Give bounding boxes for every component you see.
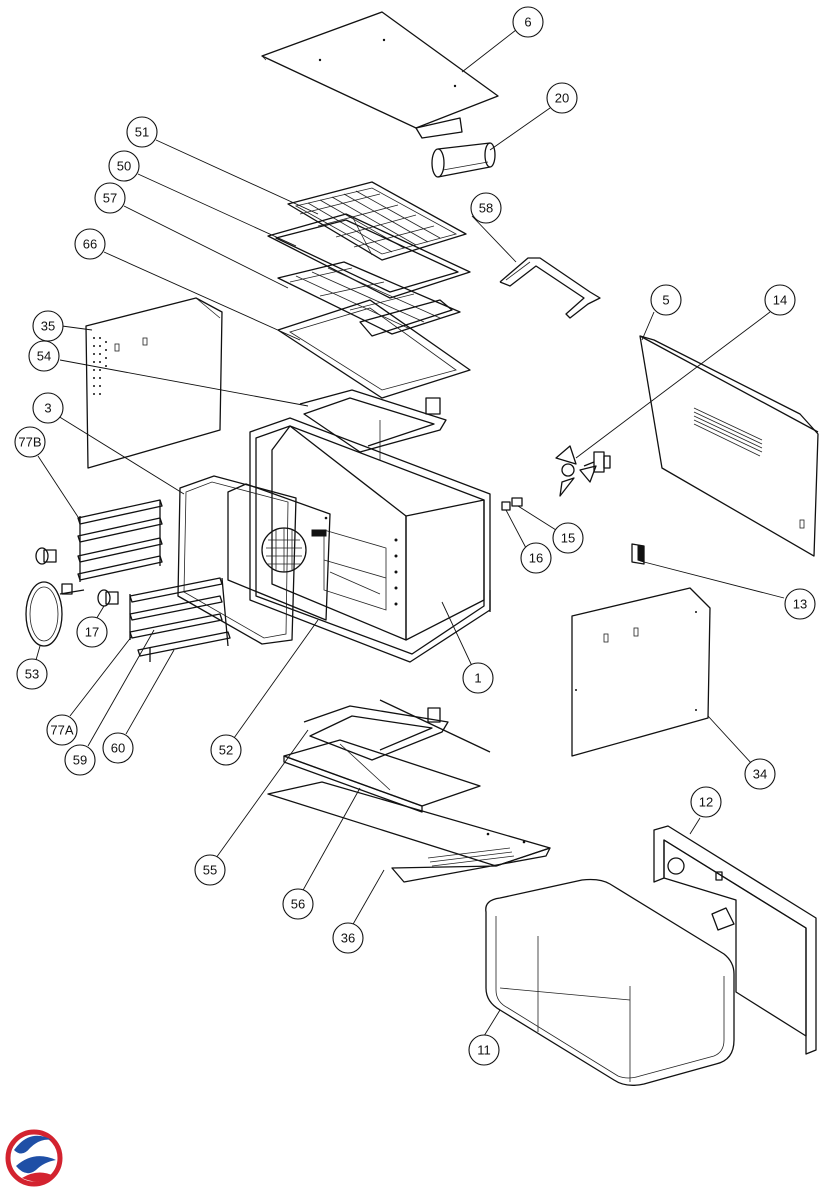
svg-text:56: 56 bbox=[291, 897, 305, 912]
part-53-thermostat bbox=[25, 581, 85, 647]
callout-11: 11 bbox=[468, 1034, 500, 1066]
callout-56: 56 bbox=[282, 888, 314, 920]
svg-text:52: 52 bbox=[219, 743, 233, 758]
svg-text:12: 12 bbox=[699, 795, 713, 810]
svg-text:58: 58 bbox=[479, 201, 493, 216]
callout-20: 20 bbox=[546, 82, 578, 114]
part-55-lower-element bbox=[303, 699, 491, 761]
svg-text:20: 20 bbox=[555, 91, 569, 106]
svg-text:77A: 77A bbox=[50, 723, 73, 738]
svg-text:16: 16 bbox=[529, 551, 543, 566]
callout-77a: 77A bbox=[46, 714, 78, 746]
callout-57: 57 bbox=[94, 182, 126, 214]
callout-77b: 77B bbox=[14, 426, 46, 458]
callout-14: 14 bbox=[764, 284, 796, 316]
part-20-fan-cowl bbox=[431, 142, 496, 178]
callout-36: 36 bbox=[332, 922, 364, 954]
callout-53: 53 bbox=[16, 658, 48, 690]
part-60-rack-runners bbox=[129, 577, 231, 662]
svg-text:57: 57 bbox=[103, 191, 117, 206]
svg-text:50: 50 bbox=[117, 159, 131, 174]
part-11-outer-casing bbox=[485, 878, 735, 1086]
part-5-right-panel bbox=[639, 335, 819, 557]
callout-16: 16 bbox=[520, 542, 552, 574]
part-6-top-cover bbox=[261, 11, 499, 139]
callout-58: 58 bbox=[470, 192, 502, 224]
svg-text:66: 66 bbox=[83, 237, 97, 252]
part-54-upper-element bbox=[299, 389, 447, 460]
leader-lines bbox=[35, 29, 785, 1037]
part-1-oven-body bbox=[249, 417, 491, 663]
callout-59: 59 bbox=[64, 744, 96, 776]
callout-52: 52 bbox=[210, 734, 242, 766]
svg-text:17: 17 bbox=[85, 625, 99, 640]
part-34-back-panel bbox=[571, 587, 711, 757]
part-13-block bbox=[631, 543, 645, 565]
svg-text:35: 35 bbox=[41, 319, 55, 334]
callout-54: 54 bbox=[28, 340, 60, 372]
part-12-front-frame bbox=[653, 825, 817, 1055]
svg-text:6: 6 bbox=[524, 15, 531, 30]
part-15-16-clips bbox=[501, 497, 523, 511]
svg-text:1: 1 bbox=[474, 671, 481, 686]
svg-text:54: 54 bbox=[37, 349, 51, 364]
svg-text:36: 36 bbox=[341, 931, 355, 946]
svg-text:51: 51 bbox=[135, 125, 149, 140]
callout-66: 66 bbox=[74, 228, 106, 260]
svg-text:77B: 77B bbox=[18, 435, 41, 450]
callout-55: 55 bbox=[194, 854, 226, 886]
callout-3: 3 bbox=[32, 392, 64, 424]
svg-text:5: 5 bbox=[662, 293, 669, 308]
part-17-knobs bbox=[35, 547, 119, 607]
part-14-fan bbox=[555, 445, 611, 497]
callout-12: 12 bbox=[690, 786, 722, 818]
part-58-handle bbox=[499, 257, 601, 319]
part-57-grill-rack bbox=[277, 261, 461, 337]
svg-text:11: 11 bbox=[477, 1043, 491, 1058]
svg-text:13: 13 bbox=[793, 597, 807, 612]
svg-text:59: 59 bbox=[73, 753, 87, 768]
part-35-left-panel bbox=[85, 297, 223, 469]
callout-51: 51 bbox=[126, 116, 158, 148]
svg-text:14: 14 bbox=[773, 293, 787, 308]
svg-text:53: 53 bbox=[25, 667, 39, 682]
part-56-bottom-plate bbox=[283, 739, 481, 813]
part-77b-runners bbox=[77, 499, 163, 582]
callout-5: 5 bbox=[650, 284, 682, 316]
svg-text:3: 3 bbox=[44, 401, 51, 416]
svg-text:15: 15 bbox=[561, 531, 575, 546]
brand-swirl-logo-icon bbox=[5, 1129, 63, 1187]
callout-13: 13 bbox=[784, 588, 816, 620]
part-51-wire-rack bbox=[287, 181, 467, 261]
callout-6: 6 bbox=[512, 6, 544, 38]
callout-50: 50 bbox=[108, 150, 140, 182]
svg-text:34: 34 bbox=[753, 767, 767, 782]
svg-text:60: 60 bbox=[111, 741, 125, 756]
callout-17: 17 bbox=[76, 616, 108, 648]
callout-1: 1 bbox=[462, 662, 494, 694]
callout-15: 15 bbox=[552, 522, 584, 554]
callout-34: 34 bbox=[744, 758, 776, 790]
callout-60: 60 bbox=[102, 732, 134, 764]
part-36-base-tray bbox=[267, 781, 551, 883]
part-52-door bbox=[227, 483, 331, 621]
part-66-frame bbox=[277, 299, 471, 399]
svg-text:55: 55 bbox=[203, 863, 217, 878]
callout-35: 35 bbox=[32, 310, 64, 342]
